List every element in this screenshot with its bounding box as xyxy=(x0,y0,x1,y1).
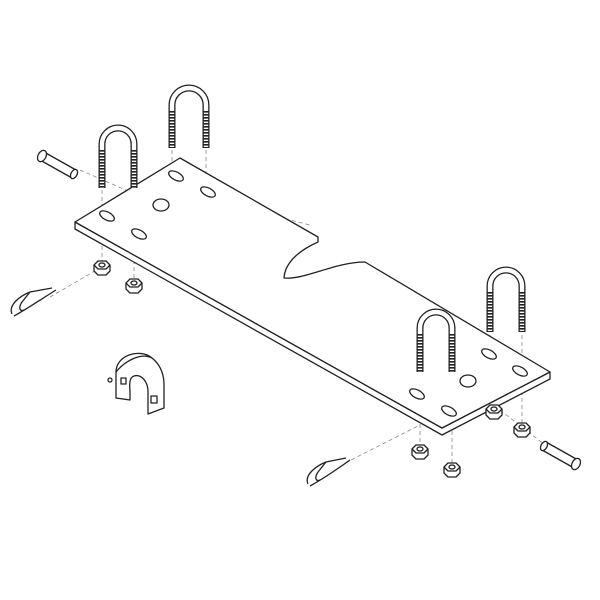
hex-nut xyxy=(485,404,503,420)
hex-nut xyxy=(93,260,111,276)
hex-nuts xyxy=(93,260,531,478)
u-bolts xyxy=(98,84,526,372)
hex-nut xyxy=(411,444,429,460)
u-bolt xyxy=(486,266,526,332)
mounting-plate xyxy=(74,157,551,436)
saddle-clamp xyxy=(107,352,165,415)
hex-nut xyxy=(125,278,143,294)
u-bolt xyxy=(98,124,138,188)
u-bolt xyxy=(168,84,210,148)
u-bolt xyxy=(416,308,456,372)
clevis-pin xyxy=(539,440,582,471)
hitch-pin-clip xyxy=(306,457,351,487)
hex-nut xyxy=(443,462,461,478)
hex-nut xyxy=(513,422,531,438)
plate-slots xyxy=(99,170,528,417)
clevis-pin xyxy=(36,149,79,180)
hitch-pin-clip xyxy=(10,287,57,317)
